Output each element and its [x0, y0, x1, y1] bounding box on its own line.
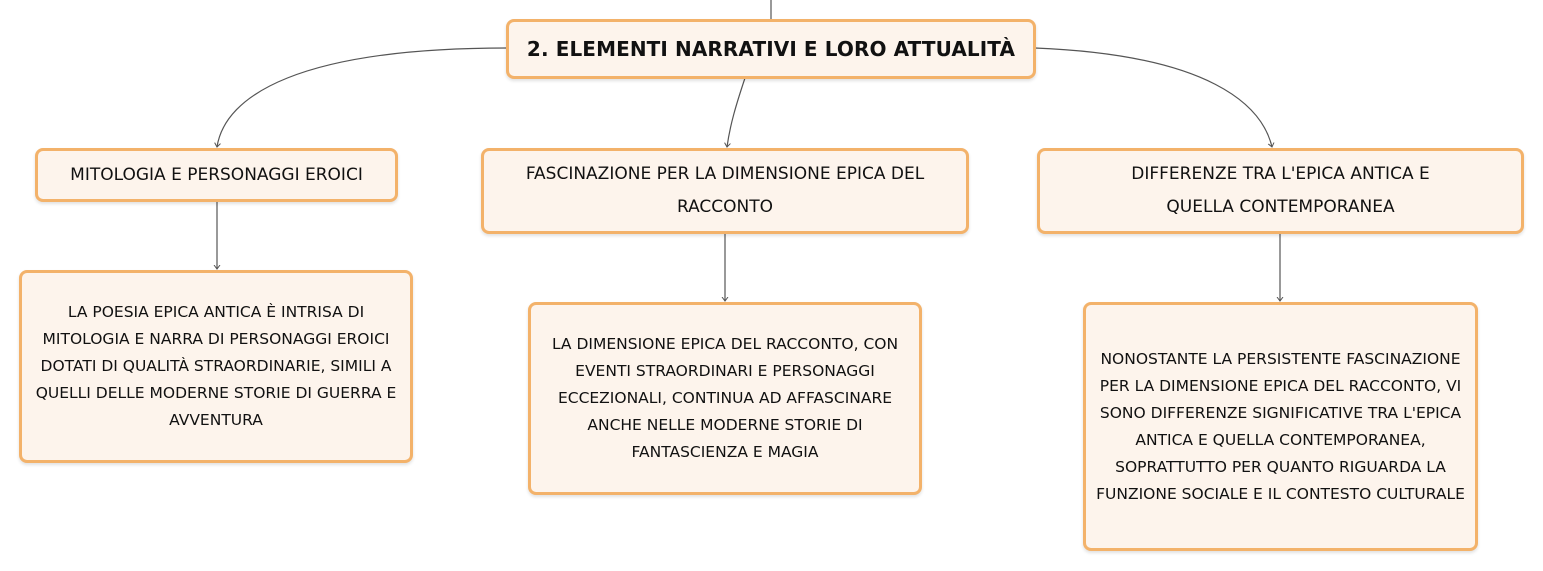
- detail-node-text: NONOSTANTE LA PERSISTENTE FASCINAZIONE P…: [1096, 349, 1465, 503]
- connector-root-to-topic-3: [1034, 47, 1272, 147]
- topic-node-differenze[interactable]: DIFFERENZE TRA L'EPICA ANTICA E QUELLA C…: [1037, 148, 1524, 234]
- detail-node-differenze[interactable]: NONOSTANTE LA PERSISTENTE FASCINAZIONE P…: [1083, 302, 1478, 551]
- topic-node-mitologia[interactable]: MITOLOGIA E PERSONAGGI EROICI: [35, 148, 398, 202]
- topic-node-label: DIFFERENZE TRA L'EPICA ANTICA E QUELLA C…: [1131, 164, 1430, 217]
- detail-node-text: LA POESIA EPICA ANTICA È INTRISA DI MITO…: [35, 303, 397, 429]
- detail-node-text: LA DIMENSIONE EPICA DEL RACCONTO, CON EV…: [551, 335, 899, 461]
- root-node-label: 2. ELEMENTI NARRATIVI E LORO ATTUALITÀ: [526, 37, 1016, 61]
- detail-node-mitologia[interactable]: LA POESIA EPICA ANTICA È INTRISA DI MITO…: [19, 270, 413, 463]
- topic-node-label: FASCINAZIONE PER LA DIMENSIONE EPICA DEL…: [525, 164, 925, 217]
- connector-root-to-topic-1: [217, 47, 508, 147]
- topic-node-fascinazione[interactable]: FASCINAZIONE PER LA DIMENSIONE EPICA DEL…: [481, 148, 969, 234]
- detail-node-fascinazione[interactable]: LA DIMENSIONE EPICA DEL RACCONTO, CON EV…: [528, 302, 922, 495]
- connector-root-to-topic-2: [727, 77, 746, 147]
- root-node[interactable]: 2. ELEMENTI NARRATIVI E LORO ATTUALITÀ: [506, 19, 1036, 79]
- topic-node-label: MITOLOGIA E PERSONAGGI EROICI: [70, 164, 363, 185]
